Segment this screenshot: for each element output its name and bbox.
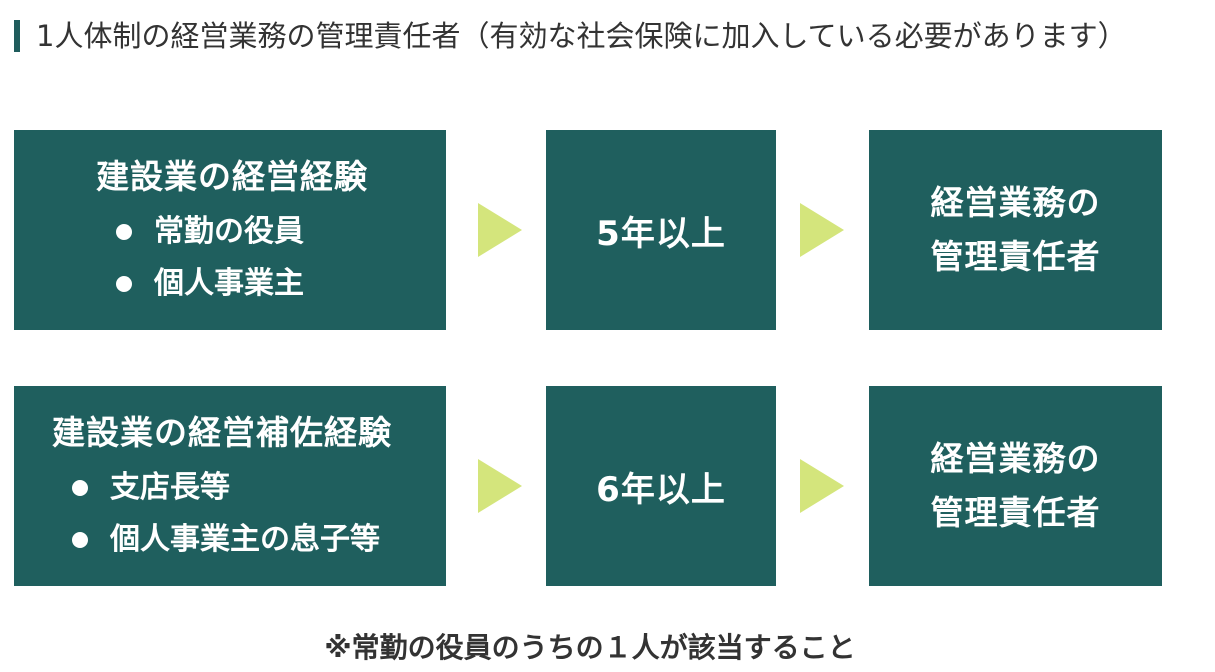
period-text-2: 6年以上 <box>596 469 726 510</box>
bullet-dot-icon <box>116 276 132 292</box>
bullet-text: 個人事業主の息子等 <box>110 522 380 557</box>
period-text-1: 5年以上 <box>596 213 726 254</box>
experience-box-1: 建設業の経営経験 常勤の役員 個人事業主 <box>14 130 446 330</box>
bullet-item: 支店長等 <box>72 462 446 514</box>
bullet-item: 個人事業主の息子等 <box>72 514 446 566</box>
bullet-text: 個人事業主 <box>154 266 304 301</box>
arrow-right-icon <box>800 459 844 513</box>
period-box-2: 6年以上 <box>546 386 776 586</box>
page-heading: 1人体制の経営業務の管理責任者（有効な社会保険に加入している必要があります） <box>14 20 1186 52</box>
arrow-right-icon <box>478 459 522 513</box>
period-box-1: 5年以上 <box>546 130 776 330</box>
result-box-2: 経営業務の 管理責任者 <box>869 386 1162 586</box>
bullet-dot-icon <box>116 224 132 240</box>
experience-box-2: 建設業の経営補佐経験 支店長等 個人事業主の息子等 <box>14 386 446 586</box>
experience-title-1: 建設業の経営経験 <box>96 157 368 196</box>
bullet-item: 常勤の役員 <box>116 206 446 258</box>
footnote: ※常勤の役員のうちの１人が該当すること <box>324 631 856 664</box>
bullet-text: 常勤の役員 <box>154 214 304 249</box>
result-line2-2: 管理責任者 <box>930 493 1101 532</box>
arrow-right-icon <box>478 203 522 257</box>
bullet-dot-icon <box>72 480 88 496</box>
experience-bullets-1: 常勤の役員 個人事業主 <box>96 206 446 310</box>
arrow-right-icon <box>800 203 844 257</box>
result-box-1: 経営業務の 管理責任者 <box>869 130 1162 330</box>
result-line1-1: 経営業務の <box>930 183 1101 222</box>
experience-title-2: 建設業の経営補佐経験 <box>52 413 392 452</box>
bullet-item: 個人事業主 <box>116 258 446 310</box>
result-line2-1: 管理責任者 <box>930 237 1101 276</box>
experience-bullets-2: 支店長等 個人事業主の息子等 <box>52 462 446 566</box>
result-line1-2: 経営業務の <box>930 439 1101 478</box>
bullet-dot-icon <box>72 532 88 548</box>
bullet-text: 支店長等 <box>110 470 230 505</box>
